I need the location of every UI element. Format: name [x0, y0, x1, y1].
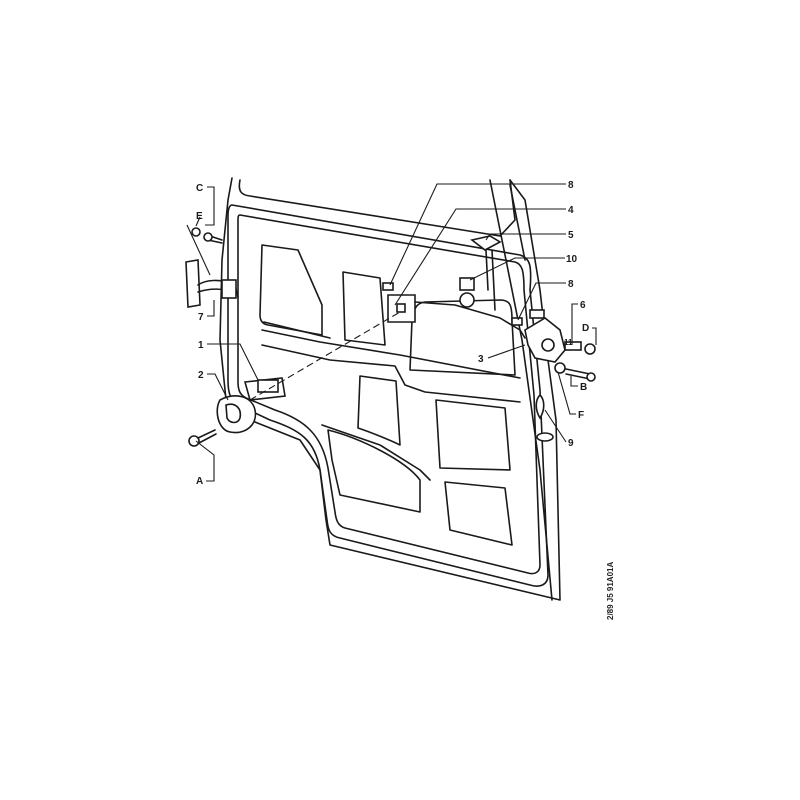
callout-6: 6	[580, 300, 586, 311]
lock-button-part	[470, 235, 502, 311]
callout-11: 11	[564, 338, 573, 347]
clip-part	[511, 317, 523, 326]
callout-3: 3	[478, 354, 484, 365]
clip-part	[382, 282, 394, 291]
screw-e-part	[191, 227, 223, 244]
callout-8-bottom: 8	[568, 279, 574, 290]
callout-labels: C E 7 1 2 A 8 4 5 10 8 6 D 3 11 B F 9	[196, 180, 589, 487]
leader-lines	[186, 183, 597, 482]
callout-7: 7	[198, 312, 204, 323]
callout-c: C	[196, 183, 203, 194]
callout-2: 2	[198, 370, 204, 381]
interior-handle-part	[243, 377, 286, 401]
screw-b-part	[554, 362, 596, 382]
callout-e: E	[196, 211, 203, 222]
door-lock-part	[524, 309, 566, 363]
callout-d: D	[582, 323, 589, 334]
callout-f: F	[578, 410, 584, 421]
striker-bolt-part	[564, 341, 596, 355]
callout-1: 1	[198, 340, 204, 351]
callout-4: 4	[568, 205, 574, 216]
reference-code: 2/89 J5 91A01A	[606, 562, 615, 620]
callout-10: 10	[566, 254, 578, 265]
callout-8-top: 8	[568, 180, 574, 191]
callout-9: 9	[568, 438, 574, 449]
door-check-strap-part	[185, 259, 239, 308]
screw-a-part	[188, 429, 217, 447]
callout-5: 5	[568, 230, 574, 241]
rod-clip-part	[459, 277, 475, 308]
assembly-line	[249, 311, 401, 401]
callout-a: A	[196, 476, 203, 487]
door-catch-part	[535, 393, 554, 442]
callout-b: B	[580, 382, 587, 393]
handle-bezel-part	[216, 395, 257, 434]
